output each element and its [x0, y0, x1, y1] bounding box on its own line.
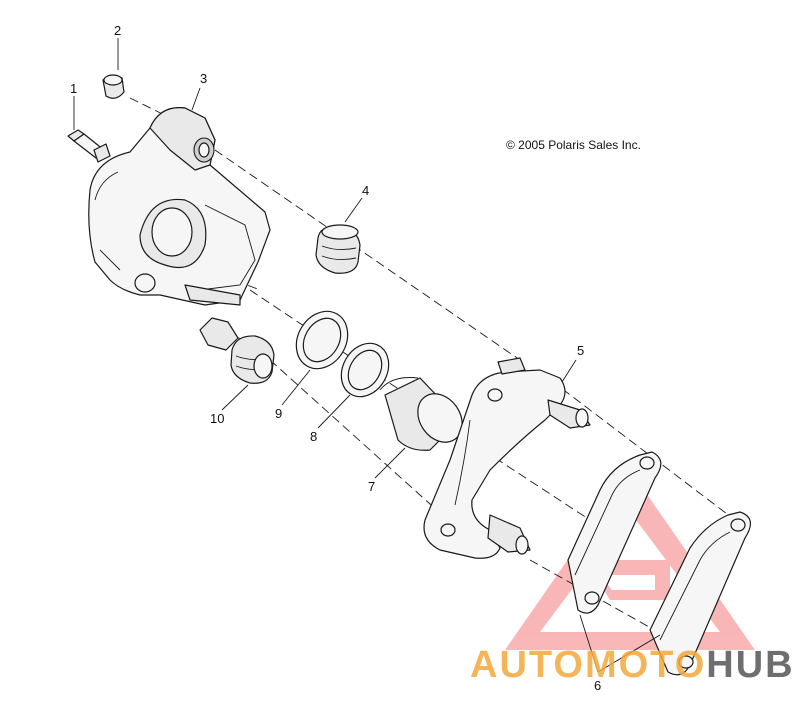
part-seal-ring-inner — [340, 342, 390, 398]
part-slide-pin-boot — [199, 317, 275, 384]
watermark-text: AUTOMOTOHUB — [470, 644, 795, 686]
part-piston — [379, 377, 463, 451]
part-brake-pads — [567, 451, 751, 676]
part-dust-boot — [315, 224, 361, 274]
watermark-word-accent: AUTOMOTO — [470, 644, 706, 686]
callout-3: 3 — [200, 71, 207, 86]
callout-4: 4 — [362, 183, 369, 198]
callout-numbers: 1 2 3 4 5 6 7 8 9 10 — [70, 23, 601, 693]
part-bleeder-screw — [67, 129, 111, 163]
copyright-notice: © 2005 Polaris Sales Inc. — [506, 138, 641, 152]
callout-8: 8 — [310, 429, 317, 444]
callout-10: 10 — [210, 411, 224, 426]
part-caliper-bracket — [423, 357, 591, 559]
callout-1: 1 — [70, 81, 77, 96]
svg-text:AUTOMOTOHUB: AUTOMOTOHUB — [470, 644, 795, 686]
part-caliper-body — [88, 107, 271, 306]
callout-9: 9 — [275, 406, 282, 421]
callout-5: 5 — [577, 343, 584, 358]
callout-6: 6 — [594, 678, 601, 693]
watermark-word-dark: HUB — [706, 644, 794, 686]
part-seal-ring-outer — [295, 310, 349, 370]
part-bleeder-cap — [102, 74, 125, 99]
callout-2: 2 — [114, 23, 121, 38]
callout-7: 7 — [368, 479, 375, 494]
leader-lines — [73, 38, 661, 673]
